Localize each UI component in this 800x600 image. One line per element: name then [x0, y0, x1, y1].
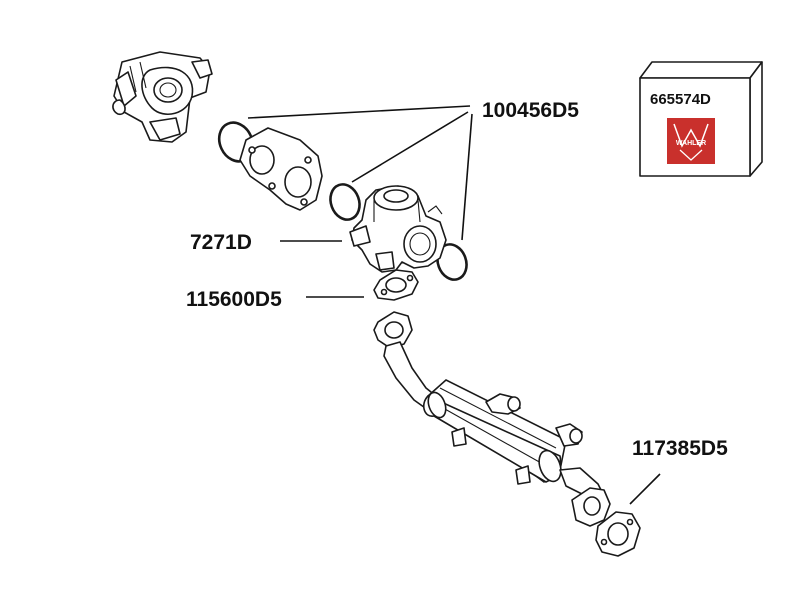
double-flange-gasket: [239, 127, 323, 211]
throttle-body: [112, 51, 213, 143]
label-117385d5: 117385D5: [632, 437, 728, 460]
product-box: 665574D WAHLER: [639, 61, 763, 177]
logo-w-mark: [673, 123, 709, 148]
cooler-outlet-gasket: [595, 511, 641, 557]
leader-lines: [247, 105, 661, 505]
wahler-logo: WAHLER: [667, 118, 715, 164]
label-100456d5: 100456D5: [482, 99, 579, 122]
label-115600d5: 115600D5: [186, 288, 282, 311]
egr-valve: [349, 185, 447, 273]
egr-cooler-pipe: [373, 311, 611, 527]
valve-flange-gasket: [373, 269, 419, 301]
o-ring-2: [329, 183, 361, 221]
box-code: 665574D: [650, 91, 711, 108]
o-ring-3: [436, 243, 468, 281]
label-7271d: 7271D: [190, 231, 252, 254]
logo-text: WAHLER: [676, 140, 706, 147]
